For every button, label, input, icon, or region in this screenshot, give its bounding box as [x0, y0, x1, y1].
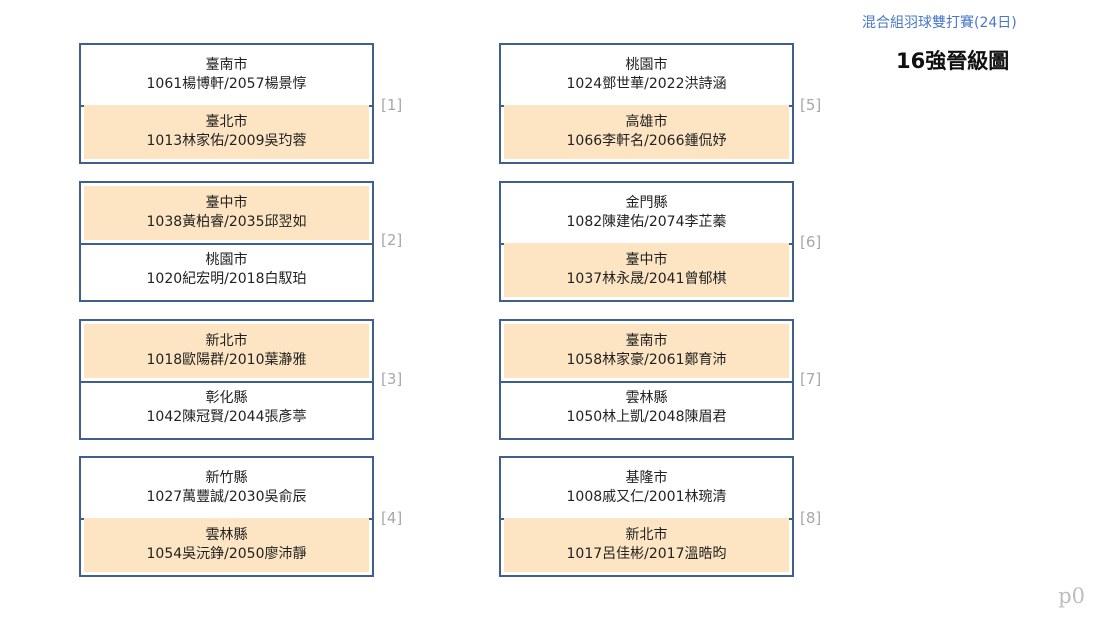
- match-box-3: 新北市 1018歐陽群/2010葉瀞雅 彰化縣 1042陳冠賢/2044張彥葶: [79, 319, 374, 440]
- team-entry[interactable]: 高雄市 1066李軒名/2066鍾侃妤: [504, 105, 789, 159]
- match-box-2: 臺中市 1038黃柏睿/2035邱翌如 桃園市 1020紀宏明/2018白馭珀: [79, 181, 374, 302]
- team-players: 1020紀宏明/2018白馭珀: [146, 271, 307, 287]
- team-city: 高雄市: [625, 114, 668, 130]
- match-box-8: 基隆市 1008戚又仁/2001林琬清 新北市 1017呂佳彬/2017溫晧昀: [499, 456, 794, 577]
- match-box-4: 新竹縣 1027萬豐誠/2030吳俞辰 雲林縣 1054吳沅錚/2050廖沛靜: [79, 456, 374, 577]
- team-city: 桃園市: [205, 252, 248, 268]
- team-city: 彰化縣: [205, 390, 248, 406]
- match-box-1: 臺南市 1061楊博軒/2057楊景惇 臺北市 1013林家佑/2009吳玓蓉: [79, 43, 374, 164]
- team-city: 雲林縣: [625, 390, 668, 406]
- team-players: 1082陳建佑/2074李芷蓁: [566, 214, 727, 230]
- match-label: [1]: [381, 96, 403, 114]
- team-city: 金門縣: [625, 195, 668, 211]
- team-players: 1054吳沅錚/2050廖沛靜: [146, 546, 307, 562]
- team-players: 1027萬豐誠/2030吳俞辰: [146, 489, 307, 505]
- match-label: [2]: [381, 231, 403, 249]
- match-box-7: 臺南市 1058林家豪/2061鄭育沛 雲林縣 1050林上凱/2048陳眉君: [499, 319, 794, 440]
- team-players: 1038黃柏睿/2035邱翌如: [146, 214, 307, 230]
- team-players: 1008戚又仁/2001林琬清: [566, 489, 727, 505]
- match-box-5: 桃園市 1024鄧世華/2022洪詩涵 高雄市 1066李軒名/2066鍾侃妤: [499, 43, 794, 164]
- team-entry[interactable]: 桃園市 1024鄧世華/2022洪詩涵: [504, 48, 789, 102]
- page-title: 16強晉級圖: [896, 49, 1010, 73]
- team-city: 雲林縣: [205, 527, 248, 543]
- team-city: 新北市: [625, 527, 668, 543]
- team-players: 1058林家豪/2061鄭育沛: [566, 352, 727, 368]
- team-city: 臺南市: [625, 333, 668, 349]
- team-entry[interactable]: 新北市 1017呂佳彬/2017溫晧昀: [504, 518, 789, 572]
- page-number-label: p0: [1058, 584, 1085, 608]
- team-entry[interactable]: 桃園市 1020紀宏明/2018白馭珀: [84, 243, 369, 297]
- team-players: 1024鄧世華/2022洪詩涵: [566, 76, 727, 92]
- team-city: 臺中市: [205, 195, 248, 211]
- match-label: [8]: [800, 509, 822, 527]
- team-city: 新竹縣: [205, 470, 248, 486]
- team-entry[interactable]: 新北市 1018歐陽群/2010葉瀞雅: [84, 324, 369, 378]
- team-entry[interactable]: 基隆市 1008戚又仁/2001林琬清: [504, 461, 789, 515]
- match-label: [5]: [800, 96, 822, 114]
- team-entry[interactable]: 臺南市 1058林家豪/2061鄭育沛: [504, 324, 789, 378]
- team-entry[interactable]: 臺北市 1013林家佑/2009吳玓蓉: [84, 105, 369, 159]
- team-players: 1017呂佳彬/2017溫晧昀: [566, 546, 727, 562]
- match-divider: [81, 243, 372, 245]
- team-players: 1037林永晟/2041曾郁棋: [566, 271, 727, 287]
- team-city: 臺南市: [205, 57, 248, 73]
- match-label: [3]: [381, 370, 403, 388]
- tournament-subtitle: 混合組羽球雙打賽(24日): [862, 15, 1017, 31]
- team-entry[interactable]: 金門縣 1082陳建佑/2074李芷蓁: [504, 186, 789, 240]
- team-city: 基隆市: [625, 470, 668, 486]
- team-players: 1066李軒名/2066鍾侃妤: [566, 133, 727, 149]
- team-players: 1061楊博軒/2057楊景惇: [146, 76, 307, 92]
- team-players: 1013林家佑/2009吳玓蓉: [146, 133, 307, 149]
- team-entry[interactable]: 臺中市 1037林永晟/2041曾郁棋: [504, 243, 789, 297]
- team-city: 新北市: [205, 333, 248, 349]
- team-players: 1042陳冠賢/2044張彥葶: [146, 409, 307, 425]
- match-divider: [501, 381, 792, 383]
- team-entry[interactable]: 臺南市 1061楊博軒/2057楊景惇: [84, 48, 369, 102]
- match-box-6: 金門縣 1082陳建佑/2074李芷蓁 臺中市 1037林永晟/2041曾郁棋: [499, 181, 794, 302]
- team-players: 1018歐陽群/2010葉瀞雅: [146, 352, 307, 368]
- team-entry[interactable]: 新竹縣 1027萬豐誠/2030吳俞辰: [84, 461, 369, 515]
- match-label: [7]: [800, 370, 822, 388]
- team-players: 1050林上凱/2048陳眉君: [566, 409, 727, 425]
- team-entry[interactable]: 雲林縣 1050林上凱/2048陳眉君: [504, 381, 789, 435]
- team-city: 臺北市: [205, 114, 248, 130]
- match-label: [6]: [800, 233, 822, 251]
- team-entry[interactable]: 臺中市 1038黃柏睿/2035邱翌如: [84, 186, 369, 240]
- team-city: 桃園市: [625, 57, 668, 73]
- team-entry[interactable]: 雲林縣 1054吳沅錚/2050廖沛靜: [84, 518, 369, 572]
- match-divider: [81, 381, 372, 383]
- match-label: [4]: [381, 509, 403, 527]
- team-entry[interactable]: 彰化縣 1042陳冠賢/2044張彥葶: [84, 381, 369, 435]
- team-city: 臺中市: [625, 252, 668, 268]
